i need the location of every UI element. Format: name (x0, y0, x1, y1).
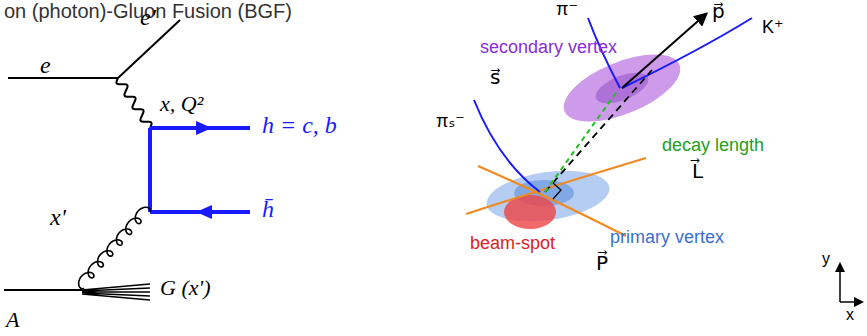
particle-label: e (40, 52, 51, 78)
vector-label: P⃗ (596, 252, 608, 274)
region-label: secondary vertex (480, 38, 617, 58)
gluon-line (79, 207, 151, 288)
antiquark-arrow (196, 205, 212, 219)
photon-line (116, 78, 151, 128)
proton-line (4, 289, 82, 291)
particle-label: π⁻ (556, 0, 578, 20)
kinematic-label: x' (50, 204, 66, 230)
region-label: beam-spot (470, 234, 555, 254)
proton-remnant-lines (82, 284, 150, 300)
particle-label: πₛ⁻ (436, 112, 465, 132)
momentum-arrow (622, 14, 706, 88)
electron-line (8, 77, 118, 79)
quark-label: h̄ (262, 196, 274, 222)
x-axis (840, 301, 862, 303)
track (466, 158, 646, 214)
feynman-diagram (4, 20, 250, 300)
quark-propagator (148, 128, 152, 212)
nucleus-label: A (6, 308, 19, 332)
axis-label: x (846, 306, 854, 324)
gluon-density-label: G (x') (160, 276, 211, 300)
track (478, 166, 626, 236)
particle-label: K⁺ (762, 18, 784, 38)
region-label: primary vertex (610, 228, 724, 248)
axis-label: y (822, 250, 830, 268)
soft-pion-track (474, 100, 540, 192)
vertex-illustration (466, 14, 862, 302)
kaon-track (622, 18, 752, 88)
quark-arrow (196, 121, 212, 135)
vector-label: p⃗ (712, 0, 725, 22)
vector-label: L⃗ (692, 160, 703, 182)
region-label: decay length (662, 136, 764, 156)
kinematic-label: x, Q² (160, 92, 203, 116)
right-angle-mark (553, 183, 561, 199)
vector-label: s⃗ (490, 66, 500, 88)
quark-label: h = c, b (262, 112, 337, 138)
y-axis (839, 264, 841, 302)
decay-length-line (545, 90, 618, 192)
particle-label: e' (140, 4, 156, 30)
flight-direction (545, 70, 652, 192)
